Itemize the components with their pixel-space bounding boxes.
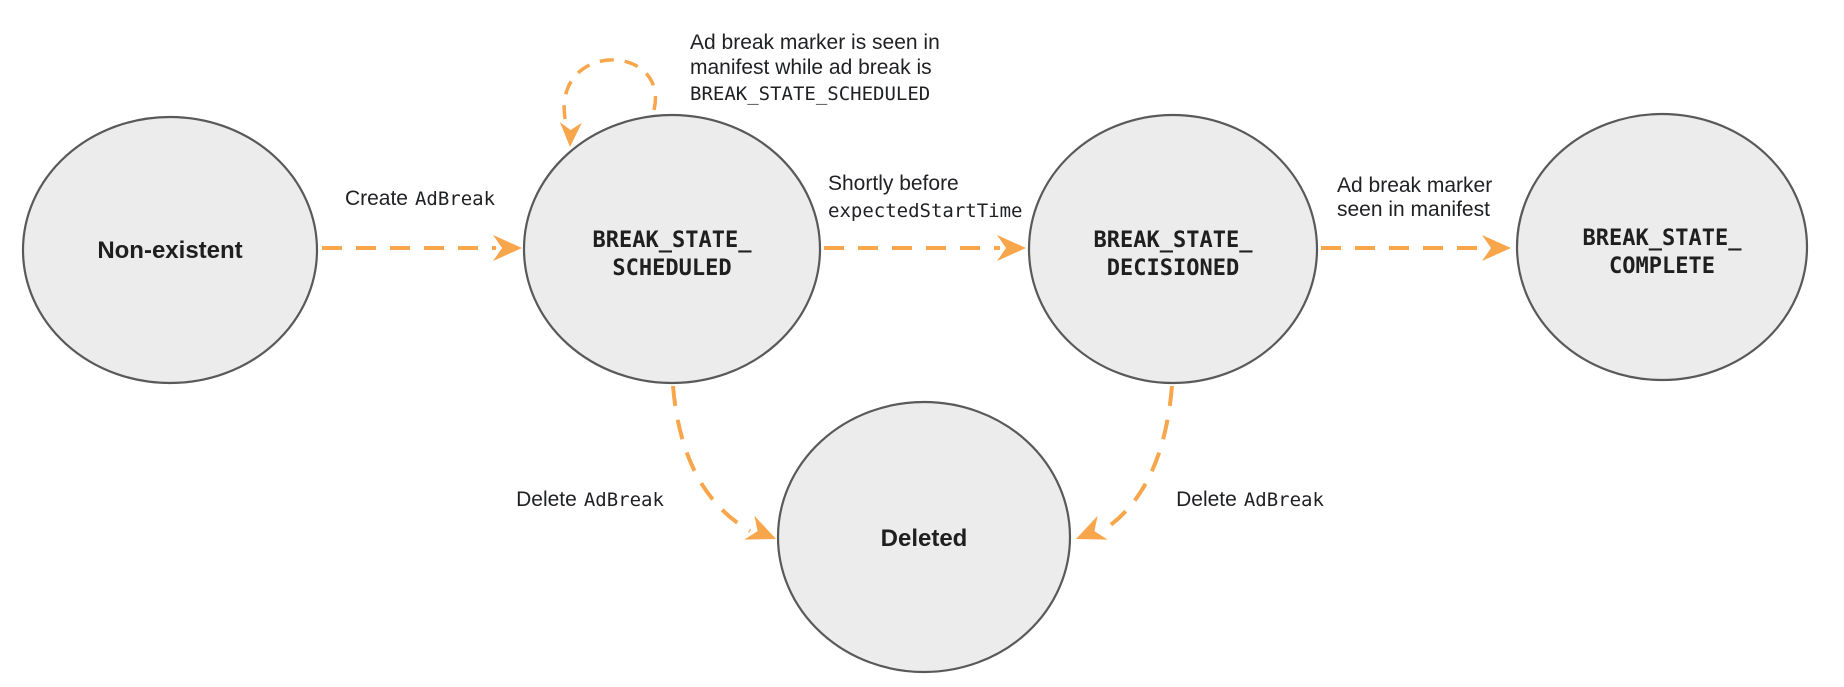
- state-label-scheduled-line2: SCHEDULED: [612, 256, 731, 281]
- arrow-head-icon: [493, 235, 522, 261]
- state-circle-break-state-scheduled: [522, 113, 822, 385]
- arrow-head-icon: [744, 515, 776, 540]
- edge-delete-from-decisioned: Delete AdBreak: [1076, 385, 1324, 540]
- edge-label-delete-left-text: Delete: [516, 488, 577, 511]
- arrow-head-icon: [1076, 515, 1108, 540]
- edge-shortly-before: Shortly before expectedStartTime: [824, 172, 1026, 261]
- edge-label-create-code: AdBreak: [415, 188, 496, 210]
- edge-delete-from-scheduled: Delete AdBreak: [516, 385, 776, 540]
- edge-label-delete-adbreak-left: Delete AdBreak: [516, 488, 664, 511]
- state-label-deleted: Deleted: [881, 525, 968, 552]
- edge-label-delete-right-code: AdBreak: [1244, 489, 1325, 511]
- edge-create-adbreak: Create AdBreak: [322, 187, 522, 261]
- state-label-complete-line2: COMPLETE: [1609, 254, 1715, 279]
- state-label-scheduled-line1: BREAK_STATE_: [593, 228, 753, 253]
- state-label-non-existent: Non-existent: [97, 237, 242, 264]
- self-loop-note-line2: manifest while ad break is: [690, 56, 932, 79]
- arrow-head-icon: [1482, 235, 1511, 261]
- edge-marker-seen: Ad break marker seen in manifest: [1321, 174, 1511, 261]
- state-node-break-state-decisioned: BREAK_STATE_ DECISIONED: [1027, 113, 1319, 385]
- edge-label-marker-seen-line1: Ad break marker: [1337, 174, 1492, 197]
- state-circle-deleted: [776, 400, 1072, 674]
- arrow-head-icon: [997, 235, 1026, 261]
- state-label-decisioned-line2: DECISIONED: [1107, 256, 1239, 281]
- edge-label-shortly-before-line1: Shortly before: [828, 172, 959, 195]
- arrow-head-icon: [559, 121, 582, 147]
- edge-label-delete-adbreak-right: Delete AdBreak: [1176, 488, 1324, 511]
- edge-label-create-adbreak: Create AdBreak: [345, 187, 496, 210]
- edge-label-shortly-before-line2: expectedStartTime: [828, 200, 1022, 222]
- edge-label-create-text: Create: [345, 187, 408, 210]
- state-node-deleted: Deleted: [776, 400, 1072, 674]
- state-node-break-state-complete: BREAK_STATE_ COMPLETE: [1515, 112, 1809, 382]
- state-circle-non-existent: [21, 115, 319, 385]
- self-loop-note-line3: BREAK_STATE_SCHEDULED: [690, 83, 930, 105]
- state-label-complete-line1: BREAK_STATE_: [1583, 226, 1743, 251]
- state-circle-break-state-decisioned: [1027, 113, 1319, 385]
- state-node-non-existent: Non-existent: [21, 115, 319, 385]
- edge-self-loop-line: [562, 58, 658, 125]
- edge-self-loop-scheduled: Ad break marker is seen in manifest whil…: [559, 31, 940, 147]
- edge-delete-scheduled-line: [671, 385, 751, 533]
- state-circle-break-state-complete: [1515, 112, 1809, 382]
- edge-delete-decisioned-line: [1100, 385, 1174, 533]
- edge-label-marker-seen-line2: seen in manifest: [1337, 198, 1490, 221]
- self-loop-note-line1: Ad break marker is seen in: [690, 31, 940, 54]
- state-node-break-state-scheduled: BREAK_STATE_ SCHEDULED: [522, 113, 822, 385]
- state-label-decisioned-line1: BREAK_STATE_: [1094, 228, 1254, 253]
- edge-label-delete-left-code: AdBreak: [584, 489, 665, 511]
- edge-label-delete-right-text: Delete: [1176, 488, 1237, 511]
